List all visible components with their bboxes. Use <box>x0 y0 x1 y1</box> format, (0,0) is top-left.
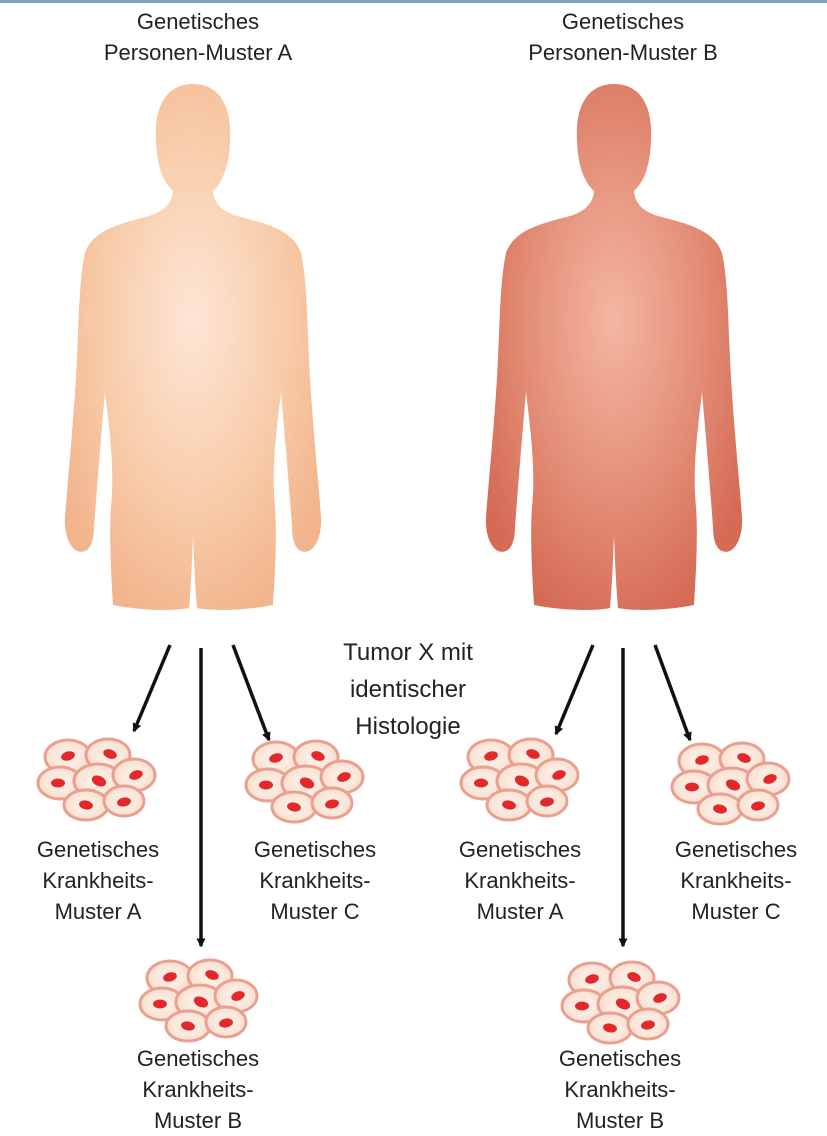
left-cells-c <box>246 741 363 822</box>
right-pattern-c-line3: Muster C <box>646 896 826 927</box>
person-a-figure <box>65 84 321 610</box>
right-cells-a <box>461 739 578 820</box>
left-arrow-c <box>233 645 269 740</box>
tumor-label-line1: Tumor X mit <box>298 634 518 671</box>
person-b-label-line2: Personen-Muster B <box>498 37 748 68</box>
left-pattern-c-label: Genetisches Krankheits- Muster C <box>225 834 405 927</box>
right-pattern-c-label: Genetisches Krankheits- Muster C <box>646 834 826 927</box>
tumor-label-line2: identischer <box>298 671 518 708</box>
tumor-label: Tumor X mit identischer Histologie <box>298 634 518 745</box>
right-pattern-c-line2: Krankheits- <box>646 865 826 896</box>
person-a-label: Genetisches Personen-Muster A <box>73 6 323 68</box>
left-arrow-a <box>134 645 170 731</box>
tumor-label-line3: Histologie <box>298 708 518 745</box>
left-pattern-a-line2: Krankheits- <box>8 865 188 896</box>
person-b-figure <box>486 84 742 610</box>
left-pattern-b-line1: Genetisches <box>108 1043 288 1074</box>
right-pattern-a-line3: Muster A <box>430 896 610 927</box>
left-pattern-c-line1: Genetisches <box>225 834 405 865</box>
left-pattern-a-label: Genetisches Krankheits- Muster A <box>8 834 188 927</box>
right-pattern-a-label: Genetisches Krankheits- Muster A <box>430 834 610 927</box>
right-pattern-b-line1: Genetisches <box>530 1043 710 1074</box>
right-arrow-a <box>556 645 593 734</box>
left-pattern-b-line3: Muster B <box>108 1105 288 1136</box>
right-pattern-a-line1: Genetisches <box>430 834 610 865</box>
right-cells-b <box>562 962 679 1043</box>
person-a-label-line1: Genetisches <box>73 6 323 37</box>
left-pattern-a-line1: Genetisches <box>8 834 188 865</box>
person-b-label-line1: Genetisches <box>498 6 748 37</box>
left-pattern-c-line2: Krankheits- <box>225 865 405 896</box>
left-pattern-b-line2: Krankheits- <box>108 1074 288 1105</box>
right-pattern-a-line2: Krankheits- <box>430 865 610 896</box>
left-pattern-a-line3: Muster A <box>8 896 188 927</box>
right-pattern-b-line2: Krankheits- <box>530 1074 710 1105</box>
left-cells-a <box>38 739 155 820</box>
right-pattern-b-line3: Muster B <box>530 1105 710 1136</box>
person-a-label-line2: Personen-Muster A <box>73 37 323 68</box>
right-arrow-c <box>655 645 690 740</box>
right-pattern-b-label: Genetisches Krankheits- Muster B <box>530 1043 710 1136</box>
left-pattern-c-line3: Muster C <box>225 896 405 927</box>
right-cells-c <box>672 743 789 824</box>
left-pattern-b-label: Genetisches Krankheits- Muster B <box>108 1043 288 1136</box>
person-b-label: Genetisches Personen-Muster B <box>498 6 748 68</box>
right-pattern-c-line1: Genetisches <box>646 834 826 865</box>
left-cells-b <box>140 960 257 1041</box>
